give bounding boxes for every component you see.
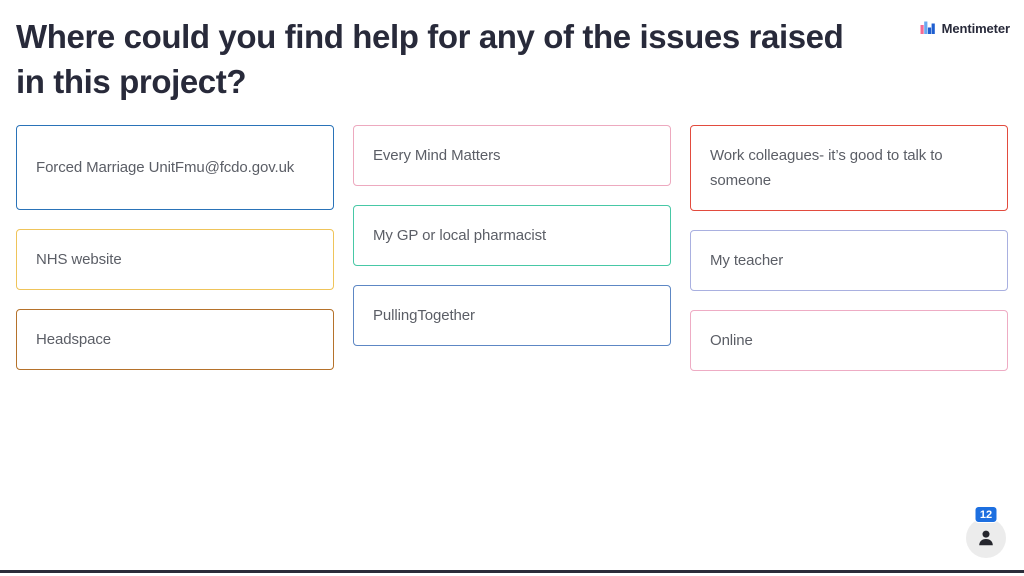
response-card[interactable]: Forced Marriage UnitFmu@fcdo.gov.uk bbox=[16, 125, 334, 210]
response-column-2: Every Mind Matters My GP or local pharma… bbox=[353, 125, 671, 346]
response-card[interactable]: Headspace bbox=[16, 309, 334, 370]
mentimeter-wordmark: Mentimeter bbox=[941, 20, 1010, 36]
response-card[interactable]: Every Mind Matters bbox=[353, 125, 671, 186]
response-card-text: Every Mind Matters bbox=[373, 147, 501, 164]
mentimeter-bar-chart-logo-icon bbox=[920, 20, 936, 36]
response-card-text: My teacher bbox=[710, 252, 784, 269]
participant-avatar-button[interactable] bbox=[966, 518, 1006, 558]
response-card[interactable]: My GP or local pharmacist bbox=[353, 205, 671, 266]
page-title: Where could you find help for any of the… bbox=[16, 18, 844, 100]
response-column-3: Work colleagues- it’s good to talk to so… bbox=[690, 125, 1008, 371]
response-card-text: My GP or local pharmacist bbox=[373, 227, 547, 244]
mentimeter-brand: Mentimeter bbox=[920, 20, 1010, 36]
participant-count-badge: 12 bbox=[974, 506, 998, 523]
response-card[interactable]: My teacher bbox=[690, 230, 1008, 291]
response-card-text: PullingTogether bbox=[373, 307, 475, 324]
bottom-progress-bar bbox=[0, 570, 1024, 573]
response-card[interactable]: Work colleagues- it’s good to talk to so… bbox=[690, 125, 1008, 211]
response-card-text: Headspace bbox=[36, 331, 111, 348]
response-card[interactable]: PullingTogether bbox=[353, 285, 671, 346]
response-card-text: Forced Marriage UnitFmu@fcdo.gov.uk bbox=[36, 159, 295, 176]
response-grid: Forced Marriage UnitFmu@fcdo.gov.uk NHS … bbox=[16, 125, 1008, 371]
person-icon bbox=[976, 528, 996, 548]
response-card[interactable]: NHS website bbox=[16, 229, 334, 290]
participant-counter[interactable]: 12 bbox=[966, 506, 1006, 558]
response-card-text: Work colleagues- it’s good to talk to so… bbox=[710, 147, 943, 189]
response-column-1: Forced Marriage UnitFmu@fcdo.gov.uk NHS … bbox=[16, 125, 334, 370]
response-card[interactable]: Online bbox=[690, 310, 1008, 371]
response-card-text: Online bbox=[710, 332, 753, 349]
response-card-text: NHS website bbox=[36, 251, 122, 268]
